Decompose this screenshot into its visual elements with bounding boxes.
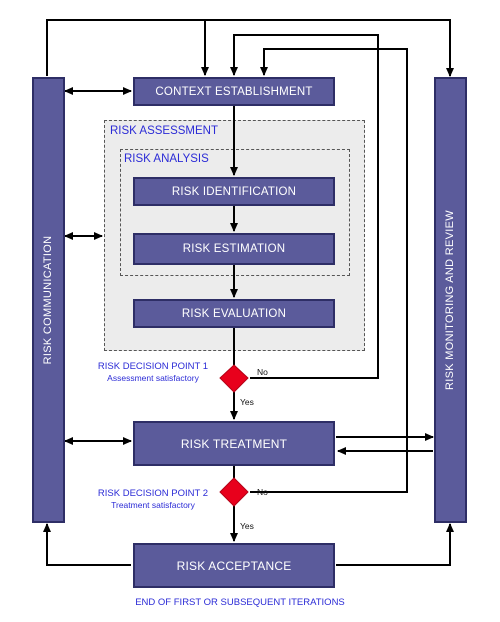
risk-communication-bar [32, 77, 65, 523]
risk-assessment-label: RISK ASSESSMENT [110, 125, 219, 137]
risk-identification-box: RISK IDENTIFICATION [133, 177, 335, 206]
decision-point-2-no: No [257, 487, 268, 497]
decision-point-2-title: RISK DECISION POINT 2 [97, 488, 209, 499]
risk-acceptance-box: RISK ACCEPTANCE [133, 543, 335, 588]
risk-monitoring-label: RISK MONITORING AND REVIEW [444, 210, 456, 390]
risk-communication-label: RISK COMMUNICATION [42, 235, 54, 365]
footer-iterations-label: END OF FIRST OR SUBSEQUENT ITERATIONS [135, 597, 345, 608]
context-establishment-box: CONTEXT ESTABLISHMENT [133, 77, 335, 106]
decision-point-2-subtitle: Treatment satisfactory [111, 500, 195, 510]
risk-monitoring-bar [434, 77, 467, 523]
decision-point-2-yes: Yes [240, 521, 254, 531]
risk-analysis-label: RISK ANALYSIS [124, 153, 209, 165]
decision-diamond-2 [219, 477, 249, 507]
risk-estimation-box: RISK ESTIMATION [133, 233, 335, 265]
decision-point-1-yes: Yes [240, 397, 254, 407]
decision-point-1-no: No [257, 367, 268, 377]
risk-evaluation-box: RISK EVALUATION [133, 299, 335, 328]
decision-diamond-1 [219, 364, 249, 393]
decision-point-1-title: RISK DECISION POINT 1 [97, 361, 209, 372]
decision-point-1-subtitle: Assessment satisfactory [107, 373, 199, 383]
risk-treatment-box: RISK TREATMENT [133, 421, 335, 466]
